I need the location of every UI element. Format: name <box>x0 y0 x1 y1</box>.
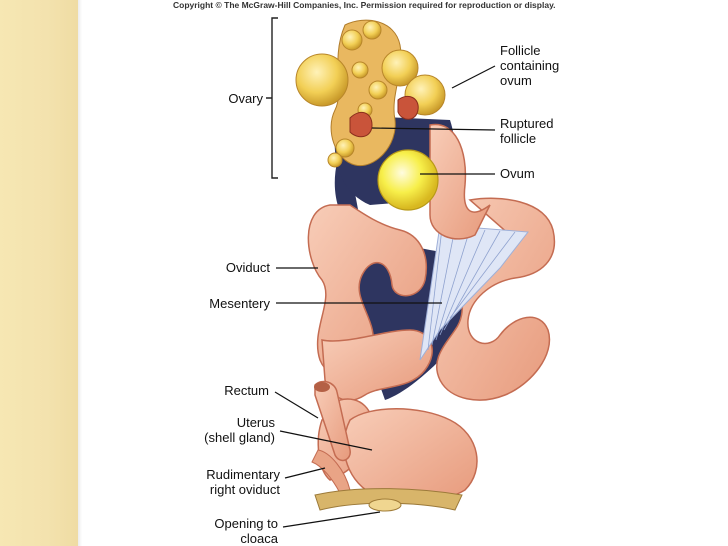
label-uterus-line2: (shell gland) <box>160 430 275 445</box>
label-mesentery: Mesentery <box>170 296 270 311</box>
label-rectum: Rectum <box>180 383 269 398</box>
label-rudimentary-right-oviduct: Rudimentary right oviduct <box>160 467 280 497</box>
label-follicle-containing-ovum: Follicle containing ovum <box>500 43 559 88</box>
rectum-opening <box>314 382 330 392</box>
label-ruptured-follicle: Ruptured follicle <box>500 116 553 146</box>
label-opening-line1: Opening to <box>160 516 278 531</box>
label-uterus: Uterus (shell gland) <box>160 415 275 445</box>
uterus <box>344 409 477 502</box>
label-ruptured-line1: Ruptured <box>500 116 553 131</box>
label-follicle-line1: Follicle <box>500 43 559 58</box>
ovary-bracket <box>266 18 278 178</box>
label-ovary: Ovary <box>205 91 263 106</box>
label-ovum: Ovum <box>500 166 535 181</box>
label-opening-to-cloaca: Opening to cloaca <box>160 516 278 546</box>
infundibulum <box>430 124 490 238</box>
label-rudimentary-line1: Rudimentary <box>160 467 280 482</box>
label-follicle-line3: ovum <box>500 73 559 88</box>
label-rudimentary-line2: right oviduct <box>160 482 280 497</box>
label-ruptured-line2: follicle <box>500 131 553 146</box>
label-oviduct: Oviduct <box>180 260 270 275</box>
label-opening-line2: cloaca <box>160 531 278 546</box>
cloaca-opening <box>369 499 401 511</box>
label-follicle-line2: containing <box>500 58 559 73</box>
label-uterus-line1: Uterus <box>160 415 275 430</box>
copyright-notice: Copyright © The McGraw-Hill Companies, I… <box>173 0 556 10</box>
ovum <box>378 150 438 210</box>
